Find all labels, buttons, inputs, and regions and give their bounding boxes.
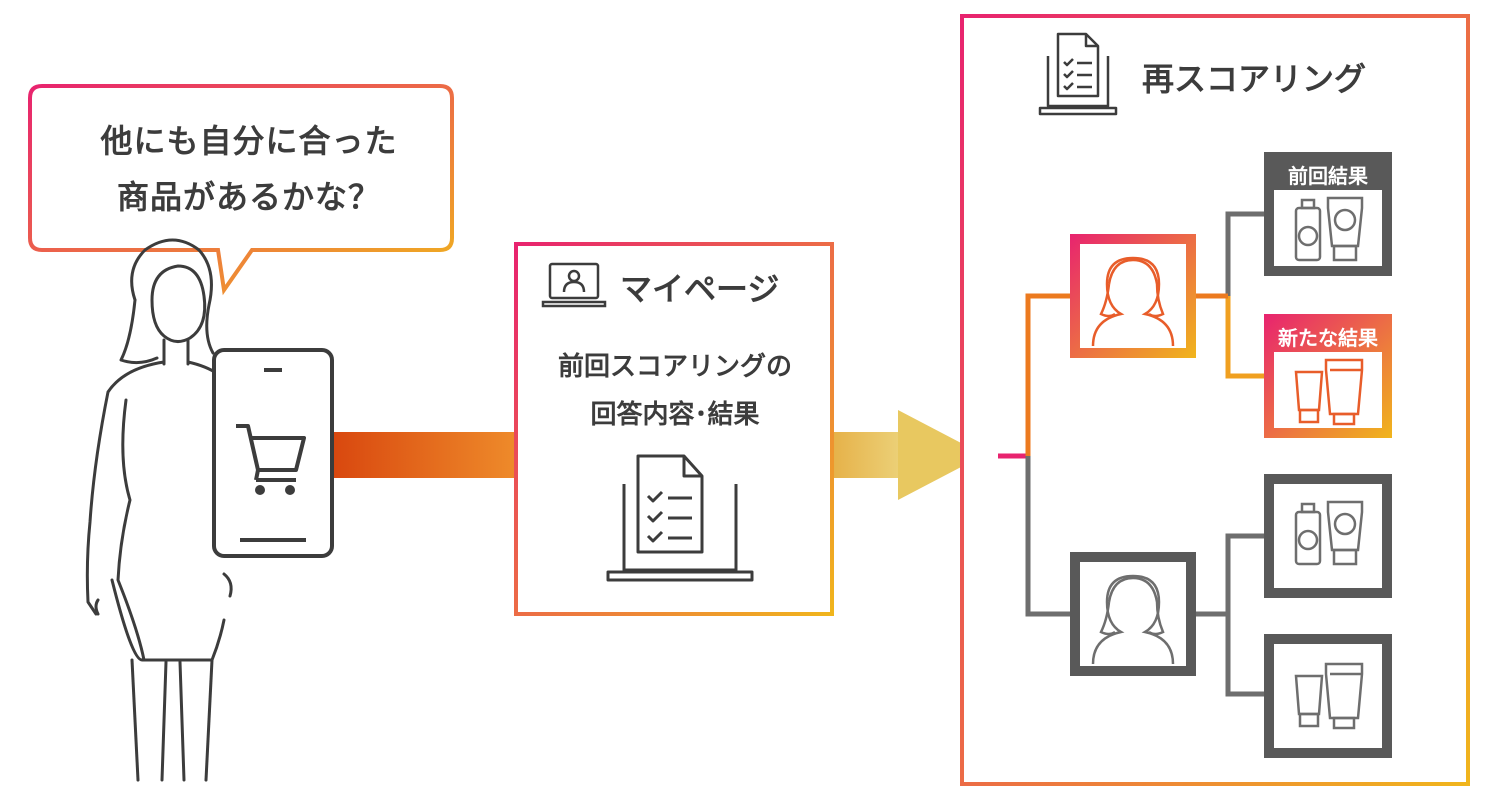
previous-result-label: 前回結果 (1288, 164, 1368, 188)
speech-bubble (28, 84, 454, 296)
laptop-checklist-icon (606, 454, 754, 582)
tablet-shopping-cart-icon (212, 348, 334, 558)
rescoring-panel (960, 14, 1470, 786)
new-result-card (1264, 314, 1392, 438)
flow-arrow-right (834, 410, 984, 500)
woman-figure-icon (85, 238, 233, 782)
woman-portrait-highlighted (1070, 234, 1196, 358)
rescoring-title: 再スコアリング (1142, 60, 1367, 98)
laptop-user-icon (541, 262, 607, 308)
product-card-1 (1264, 474, 1392, 598)
speech-bubble-line-1: 他にも自分に合った (100, 122, 398, 160)
tree-connectors (998, 211, 1264, 697)
product-card-2 (1264, 634, 1392, 758)
woman-portrait-gray (1070, 552, 1196, 676)
mypage-desc-line-1: 前回スコアリングの (557, 352, 792, 382)
mypage-title: マイページ (620, 270, 780, 308)
new-result-label: 新たな結果 (1278, 326, 1378, 350)
previous-result-card (1264, 152, 1392, 276)
speech-bubble-line-2: 商品があるかな？ (116, 178, 381, 216)
mypage-desc-line-2: 回答内容･結果 (590, 400, 760, 430)
laptop-checklist-icon (1038, 32, 1118, 116)
flow-arrow-left (334, 432, 514, 478)
